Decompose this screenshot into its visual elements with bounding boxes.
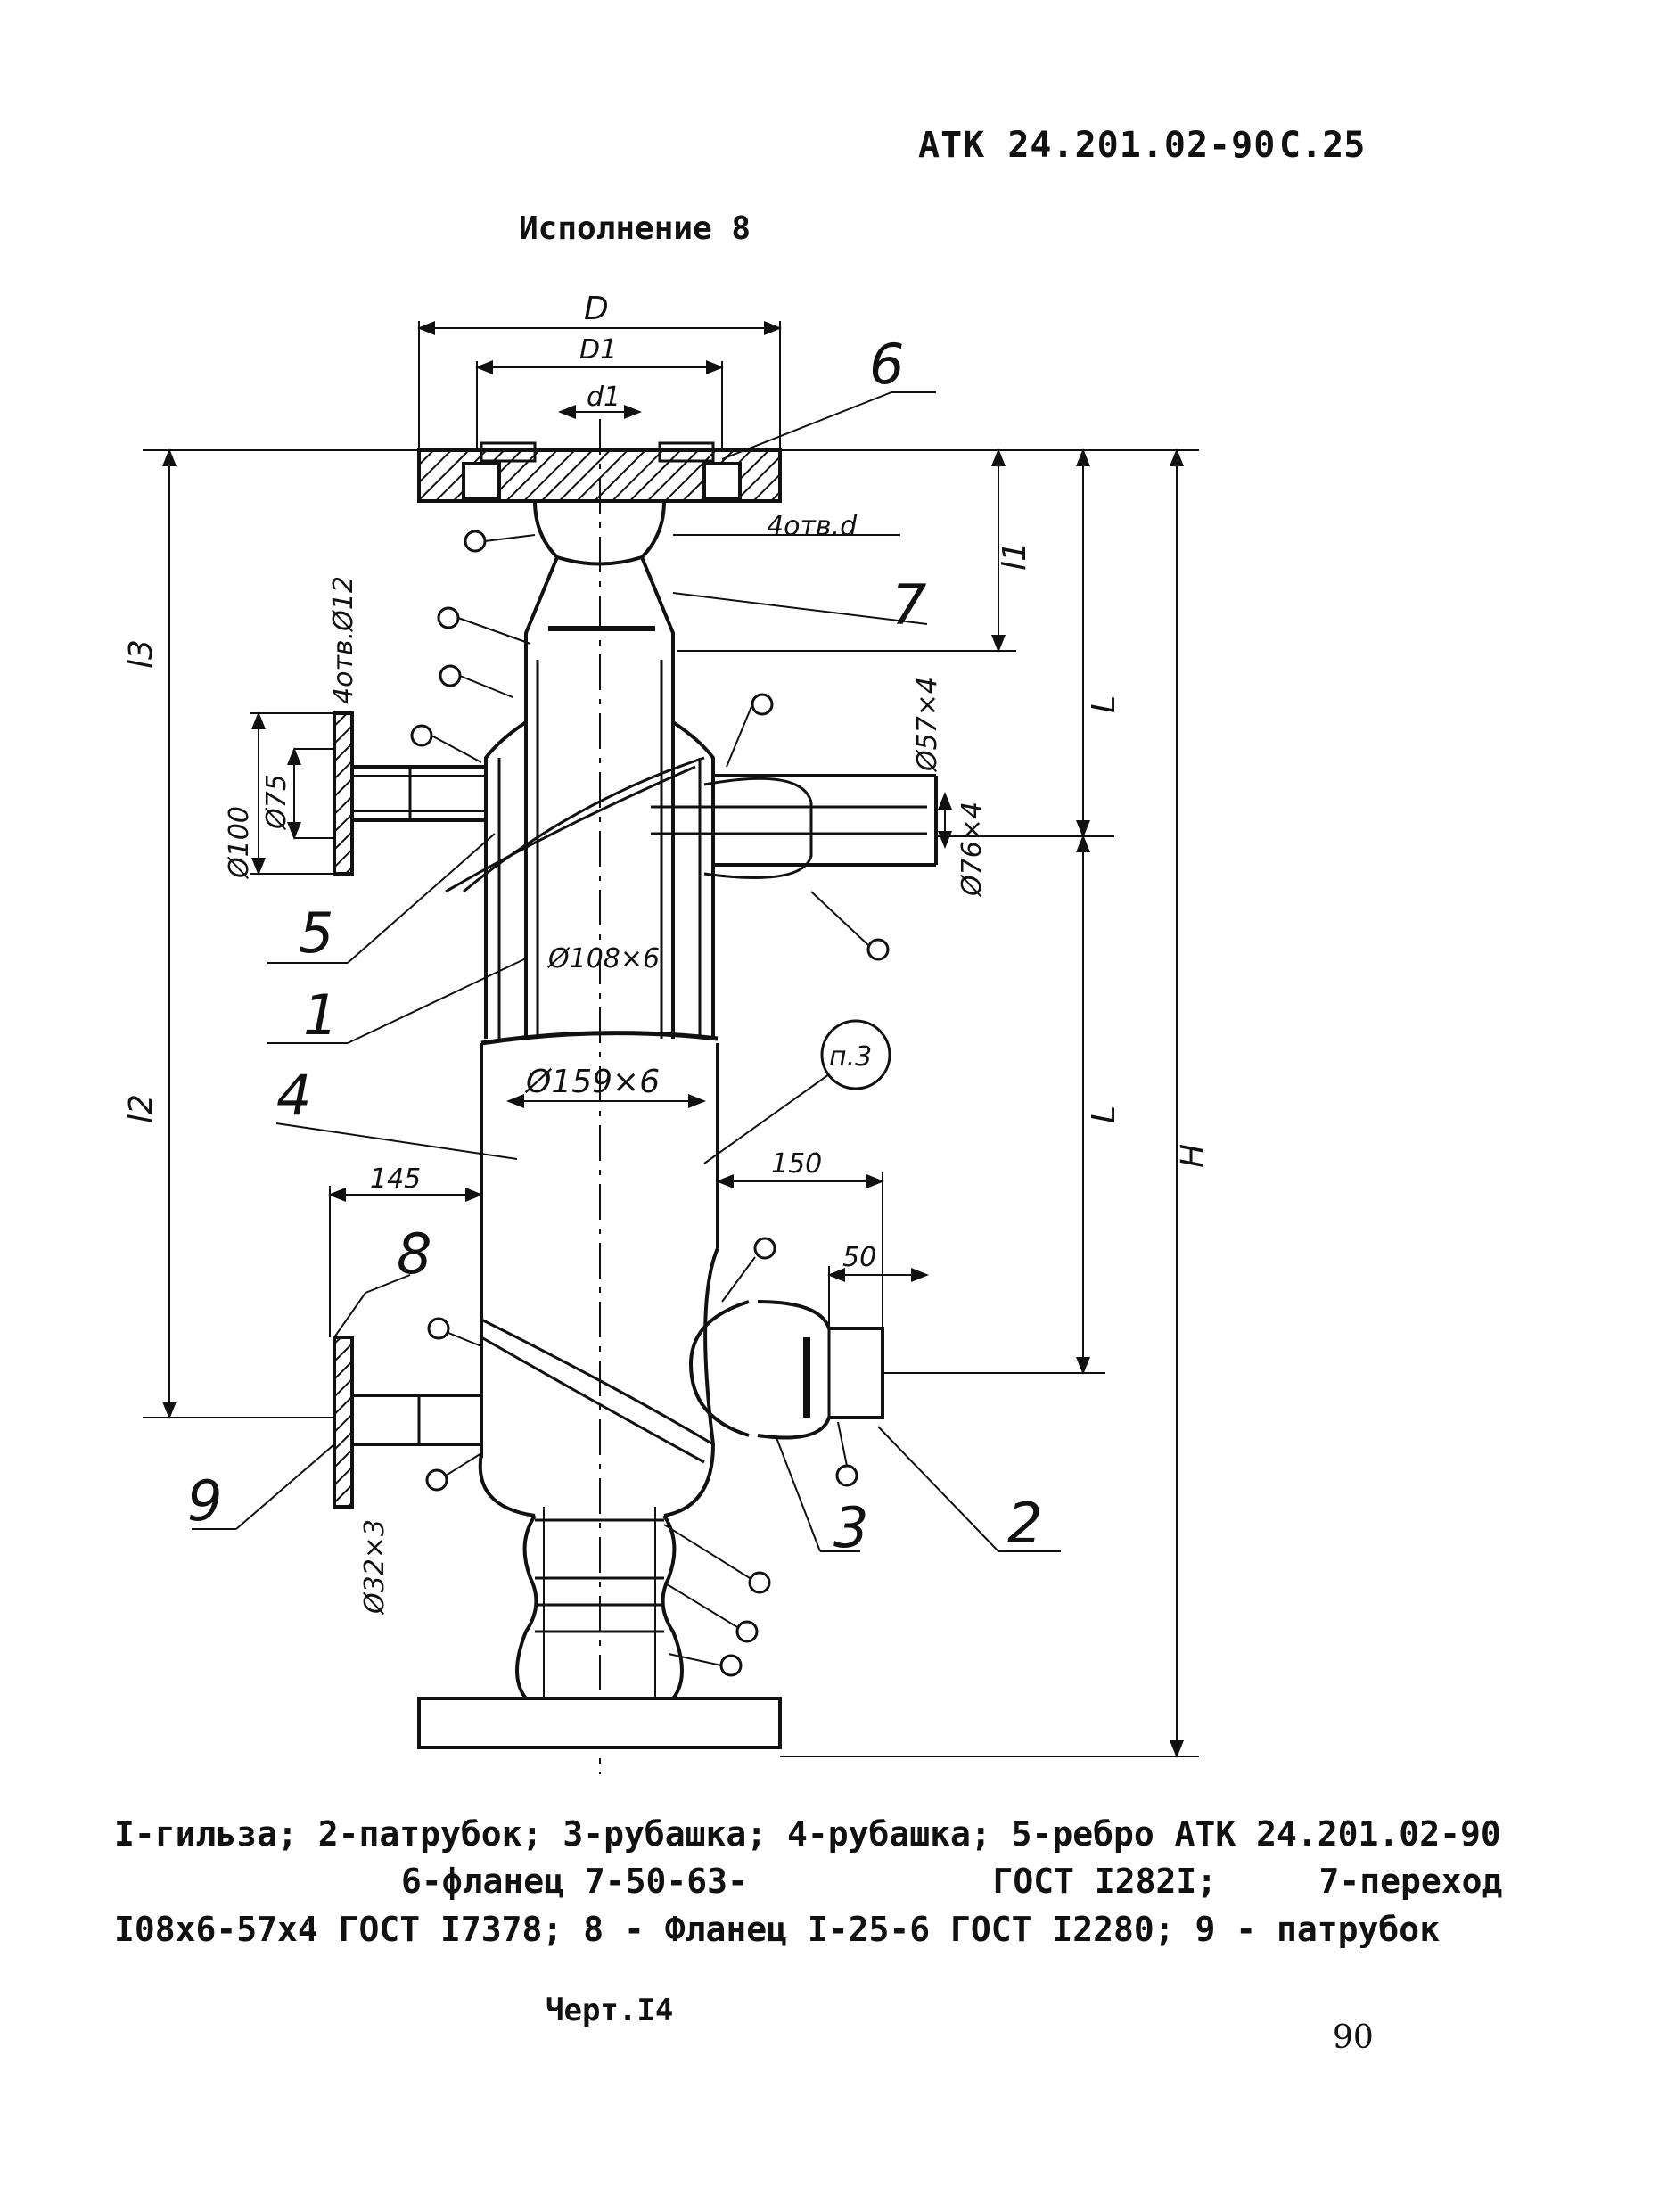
dim-d108: Ø108×6 (546, 943, 660, 974)
dim-d159: Ø159×6 (524, 1064, 660, 1100)
dim-D: D (584, 291, 609, 327)
dim-d1: d1 (587, 382, 620, 413)
drawing-geometry (143, 321, 1199, 1774)
holes-rib: 4отв.Ø12 (328, 576, 359, 704)
dim-150: 150 (771, 1148, 822, 1180)
label-8: 8 (397, 1221, 431, 1287)
document-code: ATK 24.201.02-90 (918, 125, 1277, 166)
sheet-number: 90 (1333, 2019, 1374, 2056)
variant-title: Исполнение 8 (519, 210, 751, 247)
document-page: ATK 24.201.02-90 C.25 Исполнение 8 (114, 125, 1502, 2056)
dim-H: H (1175, 1144, 1211, 1168)
note-ref: п.3 (829, 1041, 872, 1073)
dim-d75: Ø75 (261, 774, 292, 831)
label-2: 2 (1007, 1491, 1042, 1556)
caption-line-3: I08х6-57х4 ГОСТ I7378; 8 - Фланец I-25-6… (114, 1910, 1441, 1949)
label-7: 7 (891, 572, 926, 637)
caption-line-2: 6-фланец 7-50-63- ГОСТ I282I; 7-переход (401, 1862, 1503, 1901)
dim-L-upper: L (1086, 695, 1122, 713)
dim-l3: l3 (123, 639, 160, 669)
label-6: 6 (869, 332, 904, 397)
dim-d76: Ø76×4 (957, 802, 988, 898)
label-9: 9 (187, 1468, 222, 1534)
page-label: C.25 (1279, 125, 1366, 166)
label-5: 5 (299, 900, 333, 966)
technical-drawing: D D1 d1 4отв.d 4отв.Ø12 l1 l2 l3 L L H Ø… (123, 291, 1211, 1774)
dim-D1: D1 (579, 334, 617, 366)
dim-l2: l2 (123, 1094, 160, 1123)
dim-145: 145 (370, 1164, 421, 1195)
label-1: 1 (303, 983, 338, 1048)
label-4: 4 (276, 1063, 311, 1128)
figure-label: Черт.I4 (546, 1993, 674, 2028)
caption-line-1: I-гильза; 2-патрубок; 3-рубашка; 4-рубаш… (114, 1814, 1501, 1854)
holes-flange: 4отв.d (767, 511, 858, 542)
label-3: 3 (834, 1495, 868, 1560)
drawing-labels: D D1 d1 4отв.d 4отв.Ø12 l1 l2 l3 L L H Ø… (123, 291, 1211, 1616)
dim-l1: l1 (997, 541, 1033, 571)
dim-d32: Ø32×3 (359, 1519, 390, 1616)
dim-d100: Ø100 (224, 806, 255, 880)
dim-d57: Ø57×4 (912, 677, 943, 773)
dim-L-lower: L (1086, 1106, 1122, 1123)
dim-50: 50 (842, 1242, 876, 1273)
